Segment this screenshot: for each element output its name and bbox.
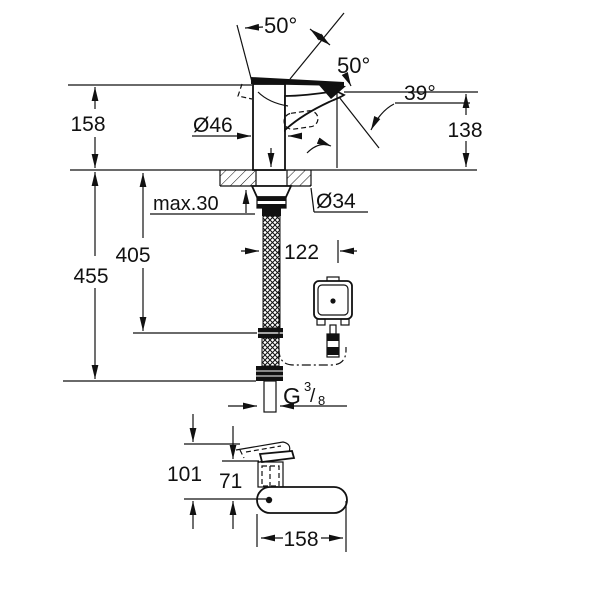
lever-tip: [318, 84, 346, 99]
faucet-secondary-view: [235, 441, 348, 514]
aerator-dot: [265, 496, 273, 504]
angle-mid-leader: [341, 71, 352, 87]
cable-routing-dashdot: [278, 246, 347, 366]
spout-inner-line: [257, 91, 289, 107]
dim-122-label: 122: [284, 241, 319, 264]
cable-and-box: [278, 246, 353, 366]
flex-hose-upper: [262, 215, 281, 329]
faucet-main-view: [237, 77, 346, 171]
dim-101: 101: [167, 414, 266, 529]
base-capsule: [256, 486, 348, 514]
dim-d46-label: Ø46: [193, 114, 233, 137]
plug-band: [327, 334, 339, 341]
box-center-dot: [330, 298, 336, 304]
lever-raised-hidden-dashed: [237, 83, 253, 100]
plug-stem: [329, 324, 337, 335]
faucet-body: [252, 83, 286, 171]
spout-top-blade: [258, 450, 296, 463]
faucet-spout: [284, 90, 346, 133]
dim-405: 405: [115, 173, 257, 334]
dim-d34-label: Ø34: [316, 190, 356, 213]
dim-138-label: 138: [447, 119, 482, 142]
handle-hidden-edge: [239, 449, 245, 459]
dim-158-top: 158: [68, 84, 252, 168]
lever-handle-closed: [251, 77, 344, 86]
nut-band: [257, 197, 286, 201]
leader-line: [310, 187, 315, 213]
dim-158-bottom: 158: [256, 501, 347, 552]
hose-crimp: [262, 208, 281, 216]
dim-71: 71: [219, 426, 259, 529]
dim-thread-g38: G 3 / 8: [228, 379, 347, 410]
dim-122: 122: [241, 240, 357, 264]
dim-158-bottom-label: 158: [283, 528, 318, 551]
dim-101-label: 101: [167, 463, 202, 486]
angle-spout-label: 39°: [404, 82, 436, 105]
spout-direction-line: [338, 96, 380, 149]
dim-body-diameter: Ø46: [192, 114, 302, 140]
angle-mid-label: 50°: [337, 53, 370, 78]
dim-71-label: 71: [219, 470, 242, 493]
angle-annotations: 50° 50° 39°: [236, 12, 470, 149]
control-box-inner: [317, 284, 349, 316]
dim-max-thickness: max.30: [150, 148, 275, 215]
dim-405-label: 405: [115, 244, 150, 267]
angle-double-arrow: [309, 28, 331, 46]
deck-hole: [256, 170, 287, 186]
lever-swing-arc-arrow: [306, 137, 332, 154]
thread-letter: G: [283, 383, 301, 409]
dim-158-label: 158: [70, 113, 105, 136]
thread-tube: [263, 380, 277, 413]
box-foot-left: [316, 318, 326, 326]
box-foot-right: [340, 318, 350, 326]
handle-mid-line: [289, 12, 345, 80]
handle-hidden-line: [245, 445, 282, 453]
thread-numerator: 3: [304, 379, 311, 394]
thread-denominator: 8: [318, 393, 325, 408]
dim-455-label: 455: [73, 265, 108, 288]
dim-138: 138: [344, 91, 483, 167]
angle-spout-arc-arrow: [370, 103, 395, 131]
dim-hole-diameter: Ø34: [310, 187, 368, 213]
dim-455: 455: [63, 172, 256, 382]
dim-max30-label: max.30: [153, 193, 219, 215]
handle-open-line: [236, 24, 253, 83]
angle-open-leader: [244, 23, 264, 31]
mounting-deck: [70, 169, 477, 187]
lever-knob-lowered-dashed: [283, 110, 319, 130]
flex-hose-lower: [261, 337, 280, 367]
angle-open-label: 50°: [264, 13, 297, 38]
plug-band: [327, 347, 339, 355]
hose-nut: [256, 366, 283, 381]
nut-band: [257, 204, 286, 208]
shank-and-hose: [250, 185, 293, 413]
mounting-flange: [250, 185, 293, 198]
thread-slash: /: [310, 386, 316, 407]
